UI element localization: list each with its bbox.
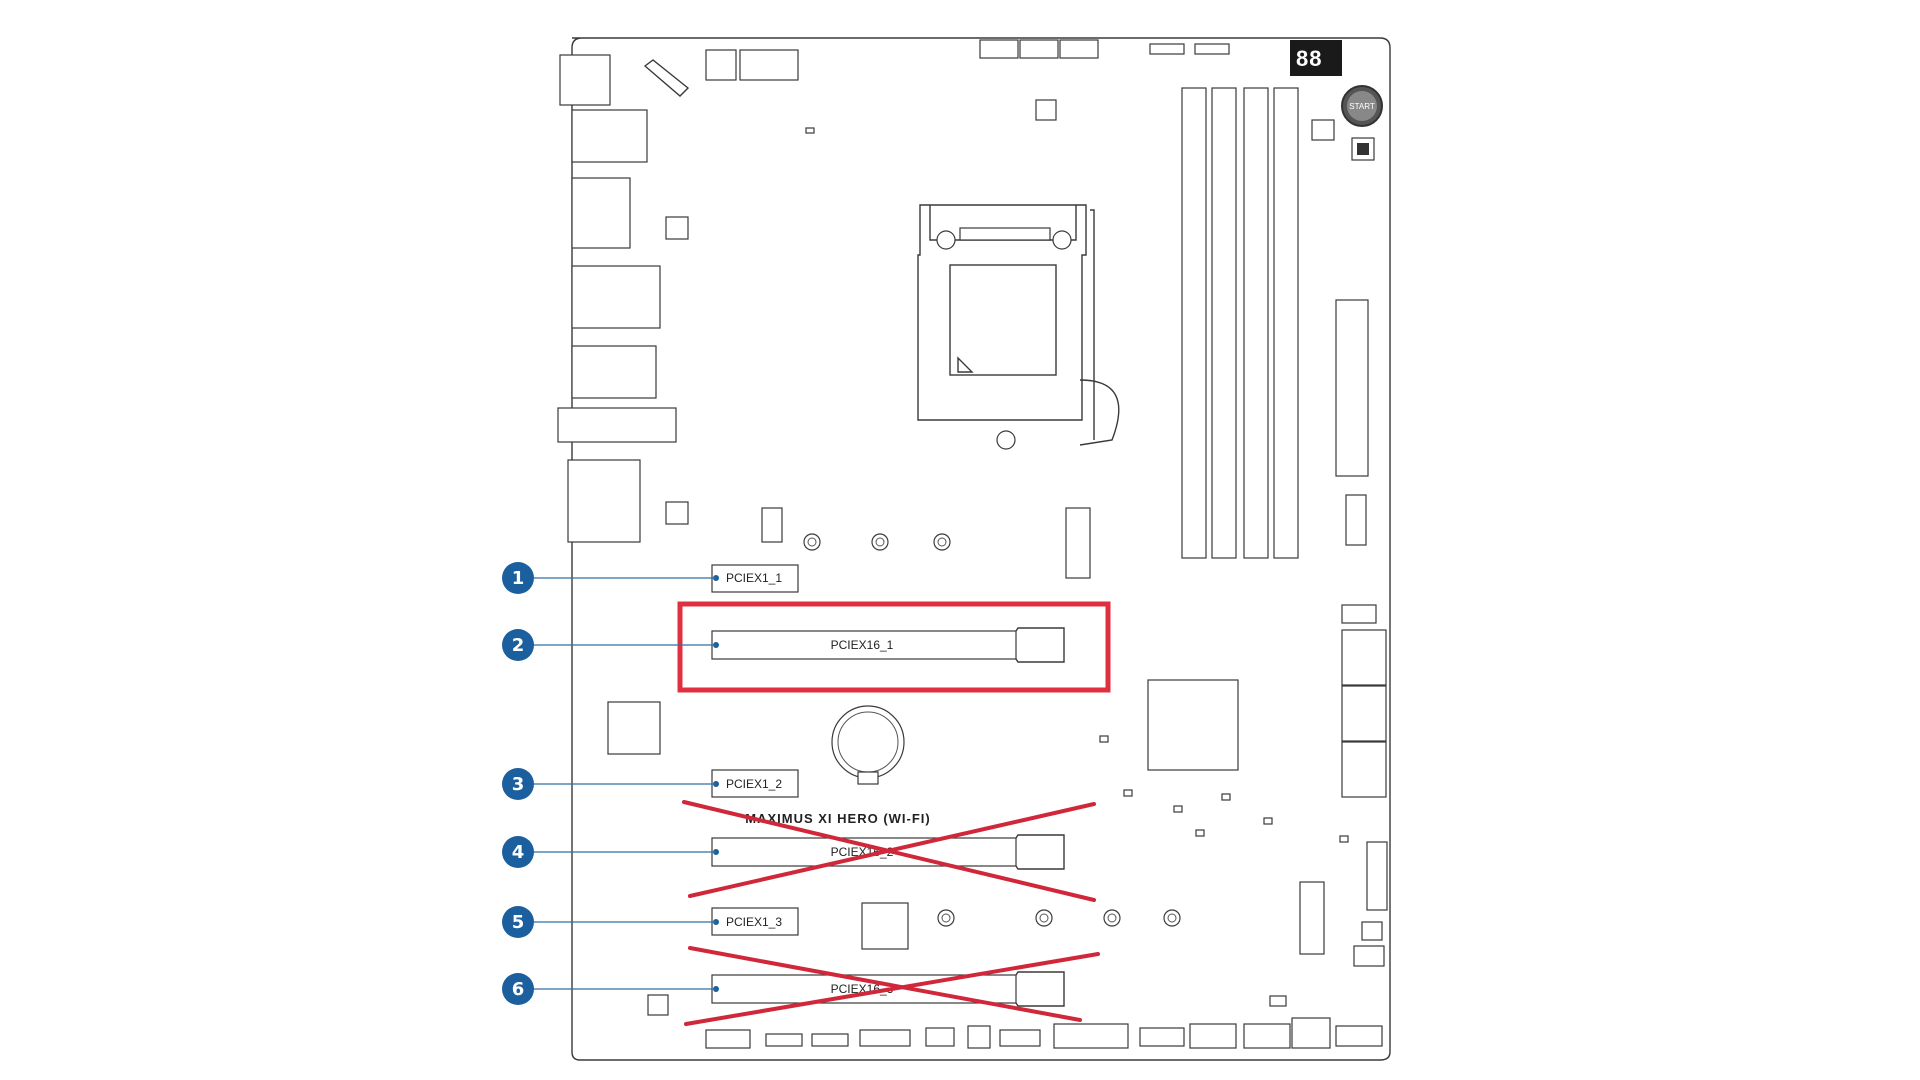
misc-chips <box>607 216 1388 1016</box>
slot-pciex16-1: PCIEX16_1 <box>711 627 1065 663</box>
highlight-box <box>677 601 1111 693</box>
start-button-label: START <box>1349 102 1375 111</box>
callout-number: 4 <box>512 842 525 863</box>
callout-5: 5 <box>502 906 716 938</box>
cpu-socket <box>917 204 1120 450</box>
slot-label: PCIEX16_1 <box>831 638 894 652</box>
cross-out-pciex16-3 <box>684 946 1100 1026</box>
standoff-holes <box>803 533 1181 927</box>
top-connectors <box>643 39 1230 134</box>
callout-6: 6 <box>502 973 716 1005</box>
slot-pciex16-2: PCIEX16_2 <box>711 834 1065 870</box>
callout-1: 1 <box>502 562 716 594</box>
callout-3: 3 <box>502 768 716 800</box>
callout-number: 2 <box>512 635 525 656</box>
rear-io-panel <box>557 54 677 543</box>
callout-2: 2 <box>502 629 716 661</box>
slot-pciex1-3: PCIEX1_3 <box>711 907 799 936</box>
sata-ports <box>1341 629 1387 798</box>
callout-number: 3 <box>512 774 525 795</box>
callout-number: 6 <box>512 979 525 1000</box>
cross-out-pciex16-2 <box>682 800 1096 902</box>
slot-label: PCIEX1_2 <box>726 777 782 791</box>
bottom-headers <box>705 995 1383 1049</box>
debug-led-display: 88 <box>1290 40 1342 76</box>
slot-pciex1-2: PCIEX1_2 <box>711 769 799 798</box>
slot-label: PCIEX1_3 <box>726 915 782 929</box>
cmos-battery <box>831 705 905 785</box>
callout-number: 5 <box>512 912 525 933</box>
callout-number: 1 <box>512 568 525 589</box>
debug-led-text: 88 <box>1296 46 1322 71</box>
slot-label: PCIEX1_1 <box>726 571 782 585</box>
start-button: START <box>1311 85 1383 161</box>
callout-4: 4 <box>502 836 716 868</box>
dimm-slots <box>1181 87 1299 559</box>
atx-power-connector <box>1335 299 1377 624</box>
board-model-text: MAXIMUS XI HERO (WI-FI) <box>745 811 931 826</box>
slot-pciex1-1: PCIEX1_1 <box>711 564 799 593</box>
board-outline <box>571 37 1391 1061</box>
